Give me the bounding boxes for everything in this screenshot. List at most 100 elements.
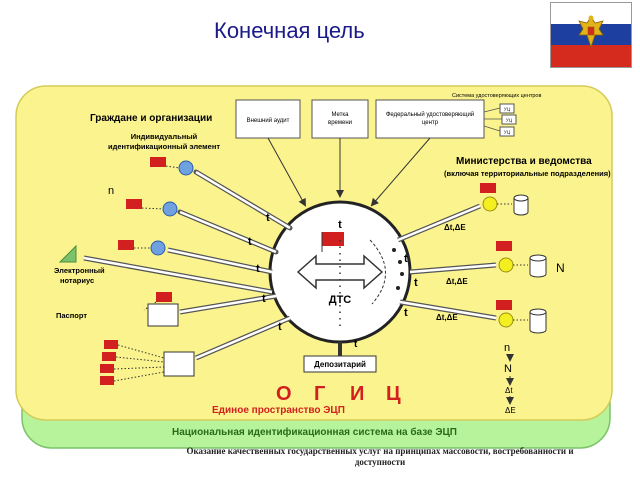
federal-ca-label-2: центр: [422, 120, 439, 126]
ogic-g: Г: [314, 383, 325, 405]
legend-N: N: [504, 363, 512, 375]
right-dt-3: Δt,ΔE: [436, 313, 458, 322]
uc-box-3: [499, 126, 515, 137]
left-citizen-nodes: [100, 157, 195, 385]
center-t: t: [338, 219, 342, 231]
footer-line-1: Оказание качественных государственных ус…: [186, 446, 574, 456]
uc-label-3: УЦ: [504, 130, 511, 135]
audit-link: [267, 137, 306, 207]
national-system-label: Национальная идентификационная система н…: [172, 426, 457, 438]
left-flag-6: [102, 352, 116, 361]
left-arrow-2-inner: [179, 210, 277, 254]
footer-text: Оказание качественных государственных ус…: [170, 446, 590, 468]
depository-label: Депозитарий: [314, 360, 366, 369]
right-db-3: [529, 308, 547, 334]
center-flag: [322, 232, 344, 246]
right-arrow-1-inner: [397, 204, 481, 242]
left-t-4: t: [262, 293, 266, 305]
left-arrow-5-inner: [179, 294, 277, 314]
left-arrow-3-inner: [167, 248, 273, 274]
left-dots-5: [117, 344, 165, 359]
cert-system-label: Система удостоверяющих центров: [452, 93, 541, 99]
left-flag-1: [150, 157, 166, 167]
left-flag-2: [126, 199, 142, 209]
dts-double-arrow: [296, 254, 384, 290]
right-subtitle: (включая территориальные подразделения): [444, 169, 611, 178]
left-node-1: [178, 160, 194, 176]
left-dots-7: [113, 366, 165, 370]
uc-label-1: УЦ: [504, 107, 511, 112]
right-arrows-inner: [397, 204, 497, 320]
left-flag-8: [100, 376, 114, 385]
right-db-1: [513, 194, 529, 216]
left-flag-5: [104, 340, 118, 349]
ogic-i: И: [350, 383, 364, 405]
right-title: Министерства и ведомства: [456, 156, 592, 167]
left-arrow-1-inner: [195, 170, 291, 230]
right-node-2: [498, 257, 514, 273]
right-arrow-3-inner: [399, 300, 497, 320]
coat-of-arms-icon: [578, 15, 604, 49]
legend-de: ΔE: [505, 406, 516, 415]
right-node-1: [482, 196, 498, 212]
right-dot-2: [398, 260, 402, 264]
left-n: n: [108, 185, 114, 197]
left-title: Граждане и организации: [90, 113, 212, 124]
left-flag-4: [156, 292, 172, 302]
uc-box-2: [501, 114, 517, 125]
right-flag-1: [480, 183, 496, 193]
right-dt-1: Δt,ΔE: [444, 223, 466, 232]
federal-ca-label-1: Федеральный удостоверяющий: [386, 111, 474, 118]
right-t-1: t: [404, 253, 408, 265]
left-t-1: t: [266, 212, 270, 224]
left-subtitle-1: Индивидуальный: [131, 132, 198, 141]
left-node-3: [150, 240, 166, 256]
right-N: N: [556, 261, 565, 275]
left-flag-3: [118, 240, 134, 250]
notary-label-1: Электронный: [54, 266, 105, 275]
legend: n N Δt ΔE: [504, 342, 516, 415]
right-flag-2: [496, 241, 512, 251]
left-arrows-inner: [83, 170, 291, 360]
uc-link-1: [483, 107, 501, 113]
ogic-o: О: [276, 383, 292, 405]
federal-ca-link: [370, 137, 431, 207]
right-flag-3: [496, 300, 512, 310]
russia-flag-emblem: [550, 2, 632, 68]
audit-label: Внешний аудит: [247, 117, 290, 124]
uc-link-3: [483, 125, 501, 132]
legend-n: n: [504, 342, 510, 354]
timestamp-label-2: времени: [328, 120, 352, 126]
notary-icon: [58, 244, 77, 263]
right-dot-4: [396, 286, 400, 290]
right-dt-2: Δt,ΔE: [446, 277, 468, 286]
left-dots-2: [141, 207, 165, 210]
footer-line-2: доступности: [354, 457, 406, 467]
left-t-2: t: [248, 236, 252, 248]
slide-title: Конечная цель: [214, 18, 365, 43]
notary-label-2: нотариус: [60, 276, 94, 285]
right-t-2: t: [414, 277, 418, 289]
center-dashed-arc: [369, 239, 386, 305]
right-arrow-2-inner: [409, 263, 497, 274]
left-dots-1: [165, 165, 181, 169]
multi-box: [163, 351, 195, 377]
uc-label-2: УЦ: [506, 118, 513, 123]
right-db-2: [529, 254, 547, 278]
left-node-2: [162, 201, 178, 217]
left-subtitle-2: идентификационный элемент: [108, 142, 220, 151]
uc-box-1: [499, 103, 515, 114]
depository-t: t: [354, 339, 358, 350]
right-t-3: t: [404, 307, 408, 319]
right-ministry-nodes: [480, 183, 547, 334]
ogic-ts: Ц: [386, 383, 401, 405]
left-t-3: t: [256, 263, 260, 275]
federal-ca-label: Федеральный удостоверяющий центр: [386, 111, 474, 126]
unified-space-label: Единое пространство ЭЦП: [212, 405, 345, 416]
right-dot-3: [400, 272, 404, 276]
timestamp-box: [311, 99, 369, 139]
right-dot-1: [392, 248, 396, 252]
